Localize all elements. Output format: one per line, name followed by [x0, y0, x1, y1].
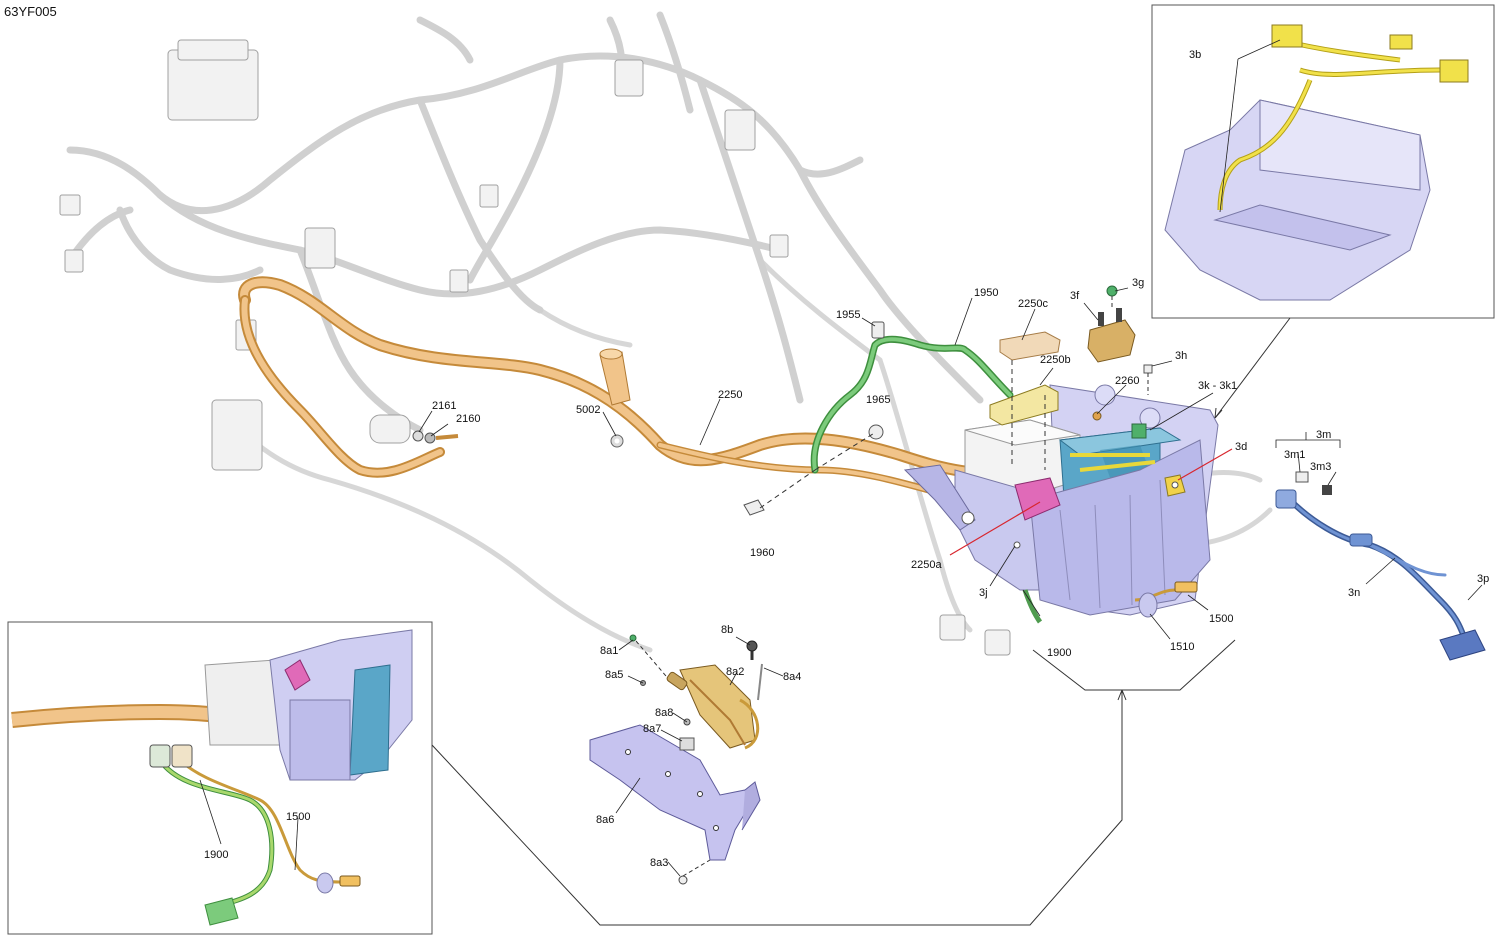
callout-8a3: 8a3 — [650, 857, 668, 869]
callout-2250c: 2250c — [1018, 298, 1048, 310]
battery-cable-2250 — [238, 276, 1046, 514]
callout-8a5: 8a5 — [605, 669, 623, 681]
callout-3m: 3m — [1316, 429, 1331, 441]
red-leader-lines — [949, 448, 1233, 556]
sensor-cable-3n — [1275, 471, 1486, 661]
bracket-8a6 — [589, 724, 761, 885]
callout-8a2: 8a2 — [726, 666, 744, 678]
callout-1950: 1950 — [974, 287, 998, 299]
callout-3g: 3g — [1132, 277, 1144, 289]
inset-callout-1500: 1500 — [286, 811, 310, 823]
callout-3d: 3d — [1235, 441, 1247, 453]
harness-modules — [59, 39, 1011, 656]
inset-callout-1900: 1900 — [204, 849, 228, 861]
terminal-covers — [989, 331, 1061, 470]
callout-1510: 1510 — [1170, 641, 1194, 653]
solenoid-8a2 — [629, 634, 763, 751]
callout-3k: 3k - 3k1 — [1198, 380, 1237, 392]
terminal-2160-2161 — [412, 430, 459, 444]
callout-2260: 2260 — [1115, 375, 1139, 387]
callout-1955: 1955 — [836, 309, 860, 321]
callout-2250b: 2250b — [1040, 354, 1071, 366]
callout-8a4: 8a4 — [783, 671, 801, 683]
callout-5002: 5002 — [576, 404, 600, 416]
battery-tray — [903, 384, 1219, 616]
callout-2250: 2250 — [718, 389, 742, 401]
callout-3f: 3f — [1070, 290, 1080, 302]
boot-5002 — [599, 348, 631, 448]
fasteners-1955-1965-1960 — [743, 321, 885, 516]
callout-3b: 3b — [1189, 49, 1201, 61]
leader-lines — [199, 39, 1483, 877]
diagram-code: 63YF005 — [4, 4, 57, 19]
callout-1960: 1960 — [750, 547, 774, 559]
callout-3p: 3p — [1477, 573, 1489, 585]
temperature-sensor-1500 — [1022, 581, 1198, 624]
callout-2250a: 2250a — [911, 559, 942, 571]
callout-2160: 2160 — [456, 413, 480, 425]
callout-1500: 1500 — [1209, 613, 1233, 625]
inset-links — [431, 317, 1291, 926]
callout-3m3: 3m3 — [1310, 461, 1331, 473]
relay-3f — [1087, 285, 1153, 421]
callout-8b: 8b — [721, 624, 733, 636]
callout-8a8: 8a8 — [655, 707, 673, 719]
inset-top-right — [1151, 4, 1495, 319]
callout-8a7: 8a7 — [643, 723, 661, 735]
callout-2161: 2161 — [432, 400, 456, 412]
ground-strap-1950 — [810, 335, 1014, 474]
callout-3h: 3h — [1175, 350, 1187, 362]
harness-lower-branches — [227, 257, 1273, 653]
callout-8a1: 8a1 — [600, 645, 618, 657]
callout-3j: 3j — [979, 587, 988, 599]
callout-1900: 1900 — [1047, 647, 1071, 659]
callout-3m1: 3m1 — [1284, 449, 1305, 461]
callout-labels: 2161 2160 5002 2250 1955 1950 2250c 3f 3… — [204, 49, 1489, 869]
callout-3n: 3n — [1348, 587, 1360, 599]
inset-bottom-left — [7, 621, 433, 935]
callout-8a6: 8a6 — [596, 814, 614, 826]
callout-1965: 1965 — [866, 394, 890, 406]
